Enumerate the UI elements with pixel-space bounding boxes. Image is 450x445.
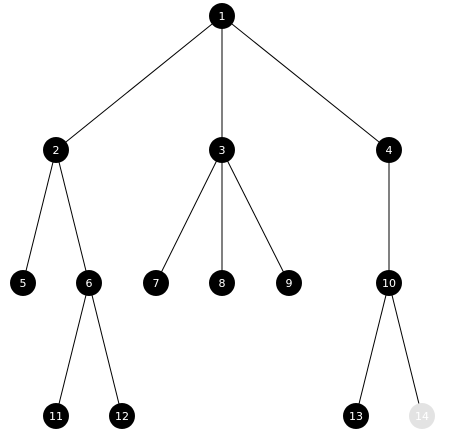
node-label: 13: [349, 410, 363, 423]
edge-10-14: [388, 282, 423, 417]
node-circle: [43, 403, 69, 429]
node-label: 2: [53, 144, 60, 157]
edge-2-6: [55, 149, 90, 284]
node-14: 14: [409, 403, 435, 429]
node-circle: [10, 270, 36, 296]
node-7: 7: [143, 270, 169, 296]
node-10: 10: [376, 270, 402, 296]
node-label: 3: [219, 144, 226, 157]
edge-3-9: [221, 149, 290, 284]
edge-10-13: [355, 282, 390, 417]
node-circle: [276, 270, 302, 296]
edge-6-11: [55, 282, 90, 417]
node-circle: [76, 270, 102, 296]
node-label: 9: [286, 277, 293, 290]
node-label: 14: [415, 410, 429, 423]
node-circle: [376, 137, 402, 163]
node-circle: [209, 3, 235, 29]
node-circle: [409, 403, 435, 429]
node-1: 1: [209, 3, 235, 29]
node-2: 2: [43, 137, 69, 163]
node-label: 5: [20, 277, 27, 290]
node-circle: [209, 270, 235, 296]
node-label: 4: [386, 144, 393, 157]
edge-3-7: [155, 149, 223, 284]
edge-1-4: [221, 15, 390, 151]
node-circle: [209, 137, 235, 163]
node-circle: [109, 403, 135, 429]
node-5: 5: [10, 270, 36, 296]
edge-1-2: [55, 15, 223, 151]
node-label: 6: [86, 277, 93, 290]
node-4: 4: [376, 137, 402, 163]
node-11: 11: [43, 403, 69, 429]
node-8: 8: [209, 270, 235, 296]
node-circle: [143, 270, 169, 296]
node-9: 9: [276, 270, 302, 296]
node-circle: [376, 270, 402, 296]
edge-6-12: [88, 282, 123, 417]
edges-layer: [22, 15, 423, 417]
node-label: 7: [153, 277, 160, 290]
node-label: 1: [219, 10, 226, 23]
edge-2-5: [22, 149, 57, 284]
node-circle: [343, 403, 369, 429]
node-label: 10: [382, 277, 396, 290]
node-6: 6: [76, 270, 102, 296]
node-12: 12: [109, 403, 135, 429]
node-label: 11: [49, 410, 63, 423]
node-circle: [43, 137, 69, 163]
node-13: 13: [343, 403, 369, 429]
node-label: 8: [219, 277, 226, 290]
node-3: 3: [209, 137, 235, 163]
node-label: 12: [115, 410, 129, 423]
